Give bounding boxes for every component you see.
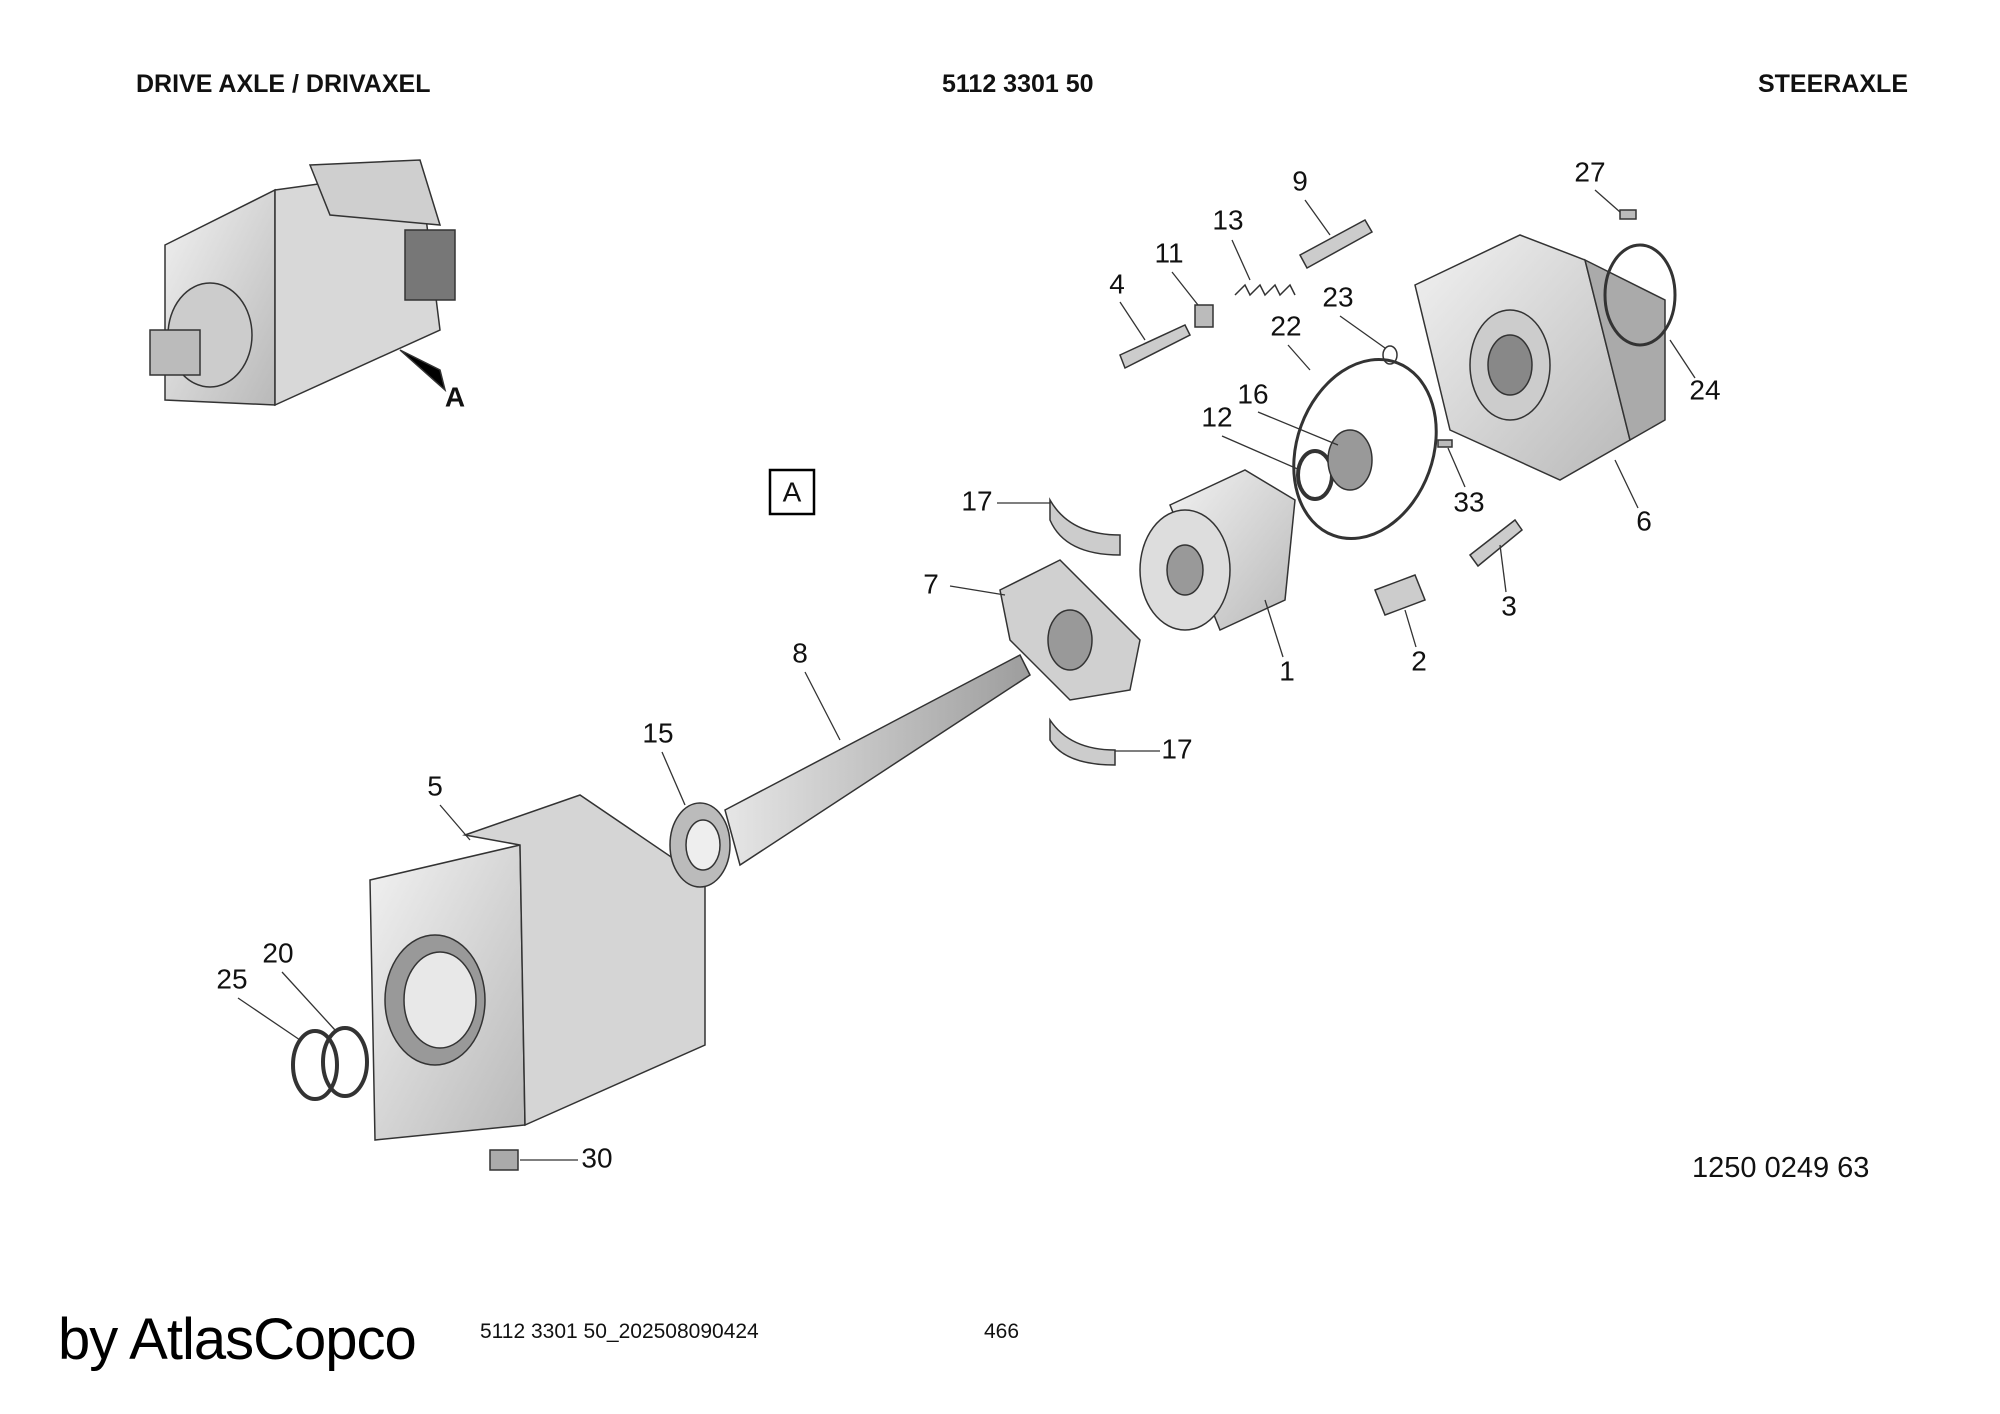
bearing-bore xyxy=(685,819,721,871)
housing-part-5 xyxy=(369,794,706,1141)
view-marker-box-label: A xyxy=(783,476,802,507)
shell-part-17 xyxy=(1049,497,1121,556)
callout-9: 9 xyxy=(1292,165,1308,196)
o-ring-part-23 xyxy=(1382,345,1398,365)
view-marker-box xyxy=(768,468,816,516)
sleeve-part-11 xyxy=(1194,304,1214,328)
pin-part-2 xyxy=(1374,574,1426,616)
page-number: 466 xyxy=(984,1320,1020,1343)
shaft-part-8 xyxy=(724,653,1031,867)
callout-12: 12 xyxy=(1201,401,1232,432)
pin-part-3 xyxy=(1468,518,1524,568)
screw-part-27 xyxy=(1619,209,1637,220)
callout-17a: 17 xyxy=(961,485,992,516)
bearing-part-16 xyxy=(1327,429,1373,491)
cylinder-block-bore xyxy=(1166,544,1204,596)
callout-3: 3 xyxy=(1501,590,1517,621)
o-ring-part-24 xyxy=(1603,243,1677,347)
overview-motor xyxy=(149,159,456,407)
callout-17b: 17 xyxy=(1161,733,1192,764)
valve-part-4 xyxy=(1119,324,1192,370)
pin-part-33 xyxy=(1437,439,1453,448)
drawing-number: 1250 0249 63 xyxy=(1692,1152,1870,1184)
part-number: 5112 3301 50 xyxy=(942,70,1094,98)
callout-4: 4 xyxy=(1109,268,1125,299)
section-title: DRIVE AXLE / DRIVAXEL xyxy=(136,70,431,98)
shell-part-17b xyxy=(1049,717,1116,766)
plug-part-9 xyxy=(1298,218,1374,270)
callout-5: 5 xyxy=(427,770,443,801)
callout-16: 16 xyxy=(1237,378,1268,409)
callout-6: 6 xyxy=(1636,505,1652,536)
plate-bore xyxy=(1047,609,1093,671)
washer-part-12 xyxy=(1296,449,1334,501)
callout-20: 20 xyxy=(262,937,293,968)
callout-8: 8 xyxy=(792,637,808,668)
view-marker-label: A xyxy=(445,381,465,412)
leader-lines xyxy=(237,189,1696,1161)
callout-33: 33 xyxy=(1453,486,1484,517)
callout-13: 13 xyxy=(1212,204,1243,235)
seal-ring-part-22 xyxy=(1292,357,1438,541)
watermark: by AtlasCopco xyxy=(58,1307,417,1372)
spring-part-13 xyxy=(1234,283,1296,297)
callout-24: 24 xyxy=(1689,374,1720,405)
callout-22: 22 xyxy=(1270,310,1301,341)
callout-27: 27 xyxy=(1574,156,1605,187)
axle-type: STEERAXLE xyxy=(1757,70,1908,98)
ring-part-25 xyxy=(291,1029,339,1101)
ring-part-20 xyxy=(321,1026,369,1098)
callout-11: 11 xyxy=(1154,237,1183,268)
callout-7: 7 xyxy=(923,568,939,599)
callout-25: 25 xyxy=(216,963,247,994)
callout-2: 2 xyxy=(1411,645,1427,676)
callout-15: 15 xyxy=(642,717,673,748)
plug-part-30 xyxy=(489,1149,519,1171)
callout-30: 30 xyxy=(581,1142,612,1173)
callout-1: 1 xyxy=(1279,655,1295,686)
footer-document-id: 5112 3301 50_202508090424 xyxy=(480,1320,759,1343)
callout-23: 23 xyxy=(1322,281,1353,312)
